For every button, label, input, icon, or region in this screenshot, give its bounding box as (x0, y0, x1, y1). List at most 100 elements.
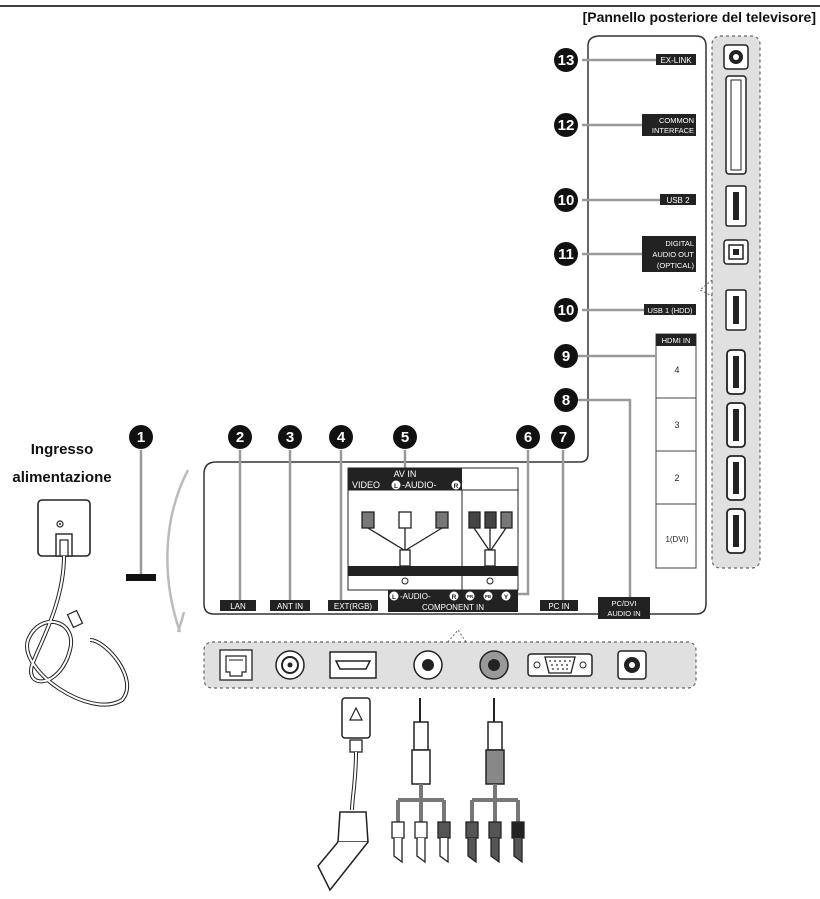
lan-label: LAN (230, 602, 246, 611)
pc-audio-jack (617, 650, 647, 680)
power-cord (25, 555, 130, 707)
hdmi-port-2 (726, 455, 746, 501)
usb2-port (725, 185, 747, 227)
ext-rgb-tag: EXT(RGB) (328, 600, 378, 611)
callout-12-number: 12 (558, 117, 575, 134)
pc-dvi-label-1: PC/DVI (611, 599, 636, 608)
callout-2: 2 (228, 425, 252, 449)
vga-port (527, 653, 593, 677)
callout-5-number: 5 (401, 429, 409, 446)
callout-9-number: 9 (562, 348, 570, 365)
y-badge: Y (504, 594, 509, 601)
video-label: VIDEO (352, 480, 380, 490)
usb2-tag: USB 2 (660, 194, 696, 205)
component-in-label: COMPONENT IN (422, 603, 484, 612)
hdmi-4-label: 4 (674, 365, 679, 375)
av-in-group: AV IN VIDEO L -AUDIO- R (347, 467, 519, 612)
hdmi-number-column: HDMI IN 4 3 2 1(DVI) (655, 333, 697, 569)
pc-in-tag: PC IN (540, 600, 578, 611)
pc-dvi-audio-tag: PC/DVI AUDIO IN (598, 597, 650, 619)
hdmi-in-label: HDMI IN (662, 336, 691, 345)
callout-9: 9 (554, 344, 578, 368)
callout-8: 8 (554, 388, 578, 412)
audio-l2-badge: L (392, 594, 396, 601)
audio-label-2: -AUDIO- (400, 592, 431, 601)
component-audio-jack (479, 650, 509, 680)
audio-label: -AUDIO- (402, 480, 437, 490)
usb1-tag: USB 1 (HDD) (644, 304, 696, 315)
callout-5: 5 (393, 425, 417, 449)
lan-port (219, 649, 253, 681)
tv-edge-arc-2 (176, 611, 186, 633)
audio-l-badge: L (394, 483, 398, 490)
callout-10a-number: 10 (558, 192, 575, 209)
antenna-port (275, 650, 305, 680)
scart-port (329, 651, 377, 679)
callout-4-number: 4 (337, 429, 346, 446)
callout-10a: 10 (554, 188, 578, 212)
callout-4: 4 (329, 425, 353, 449)
callout-13-number: 13 (558, 52, 575, 69)
ex-link-label: EX-LINK (660, 56, 692, 65)
callout-3-number: 3 (286, 429, 294, 446)
bottom-strip-pointer (447, 629, 467, 643)
callout-7: 7 (551, 425, 575, 449)
digital-audio-tag: DIGITAL AUDIO OUT (OPTICAL) (642, 236, 696, 272)
av-audio-jack (413, 650, 443, 680)
callout-1: 1 (129, 425, 153, 449)
hdmi-port-4 (726, 349, 746, 395)
pc-in-label: PC IN (548, 602, 570, 611)
power-input-label-1: Ingresso (31, 441, 94, 458)
component-plugs (468, 511, 513, 567)
hdmi-port-1 (726, 508, 746, 554)
hdmi-2-label: 2 (674, 473, 679, 483)
callout-6-number: 6 (524, 429, 532, 446)
ant-in-tag: ANT IN (270, 600, 310, 611)
callout-7-number: 7 (559, 429, 567, 446)
hdmi-3-label: 3 (674, 420, 679, 430)
side-strip-pointer (699, 279, 713, 297)
audio-r2-badge: R (452, 594, 457, 601)
leader-1-marker (126, 574, 156, 581)
ex-link-jack (723, 44, 749, 70)
scart-cable (317, 697, 371, 892)
power-input-label-2: alimentazione (12, 469, 111, 486)
callout-3: 3 (278, 425, 302, 449)
callout-10b-number: 10 (558, 302, 575, 319)
pb-badge: PB (485, 594, 492, 599)
callout-13: 13 (554, 48, 578, 72)
ex-link-tag: EX-LINK (656, 54, 696, 65)
common-interface-slot (725, 75, 747, 175)
pr-badge: PR (467, 594, 474, 599)
digital-audio-label-3: (OPTICAL) (657, 261, 695, 270)
ant-in-label: ANT IN (277, 602, 303, 611)
common-interface-label-1: COMMON (659, 116, 694, 125)
hdmi-1-label: 1(DVI) (665, 535, 688, 544)
lan-tag: LAN (220, 600, 256, 611)
usb2-label: USB 2 (666, 196, 690, 205)
tv-back-panel (203, 35, 707, 615)
callout-10b: 10 (554, 298, 578, 322)
av-in-label: AV IN (394, 469, 417, 479)
pc-dvi-label-2: AUDIO IN (607, 609, 640, 618)
leader-8 (578, 398, 632, 598)
hdmi-port-3 (726, 402, 746, 448)
usb1-label: USB 1 (HDD) (647, 306, 693, 315)
rear-panel-title: [Pannello posteriore del televisore] (583, 9, 816, 25)
av-plugs (361, 511, 449, 567)
callout-1-number: 1 (137, 429, 145, 446)
callout-8-number: 8 (562, 392, 570, 409)
tv-edge-arc-1 (166, 469, 190, 633)
callout-12: 12 (554, 113, 578, 137)
optical-port (723, 239, 749, 265)
callout-2-number: 2 (236, 429, 244, 446)
component-audio-cable (465, 698, 525, 864)
digital-audio-label-2: AUDIO OUT (652, 250, 694, 259)
ext-rgb-label: EXT(RGB) (334, 602, 373, 611)
common-interface-label-2: INTERFACE (652, 126, 694, 135)
digital-audio-label-1: DIGITAL (665, 239, 694, 248)
usb1-port (725, 289, 747, 331)
callout-6: 6 (516, 425, 540, 449)
common-interface-tag: COMMON INTERFACE (642, 114, 696, 136)
